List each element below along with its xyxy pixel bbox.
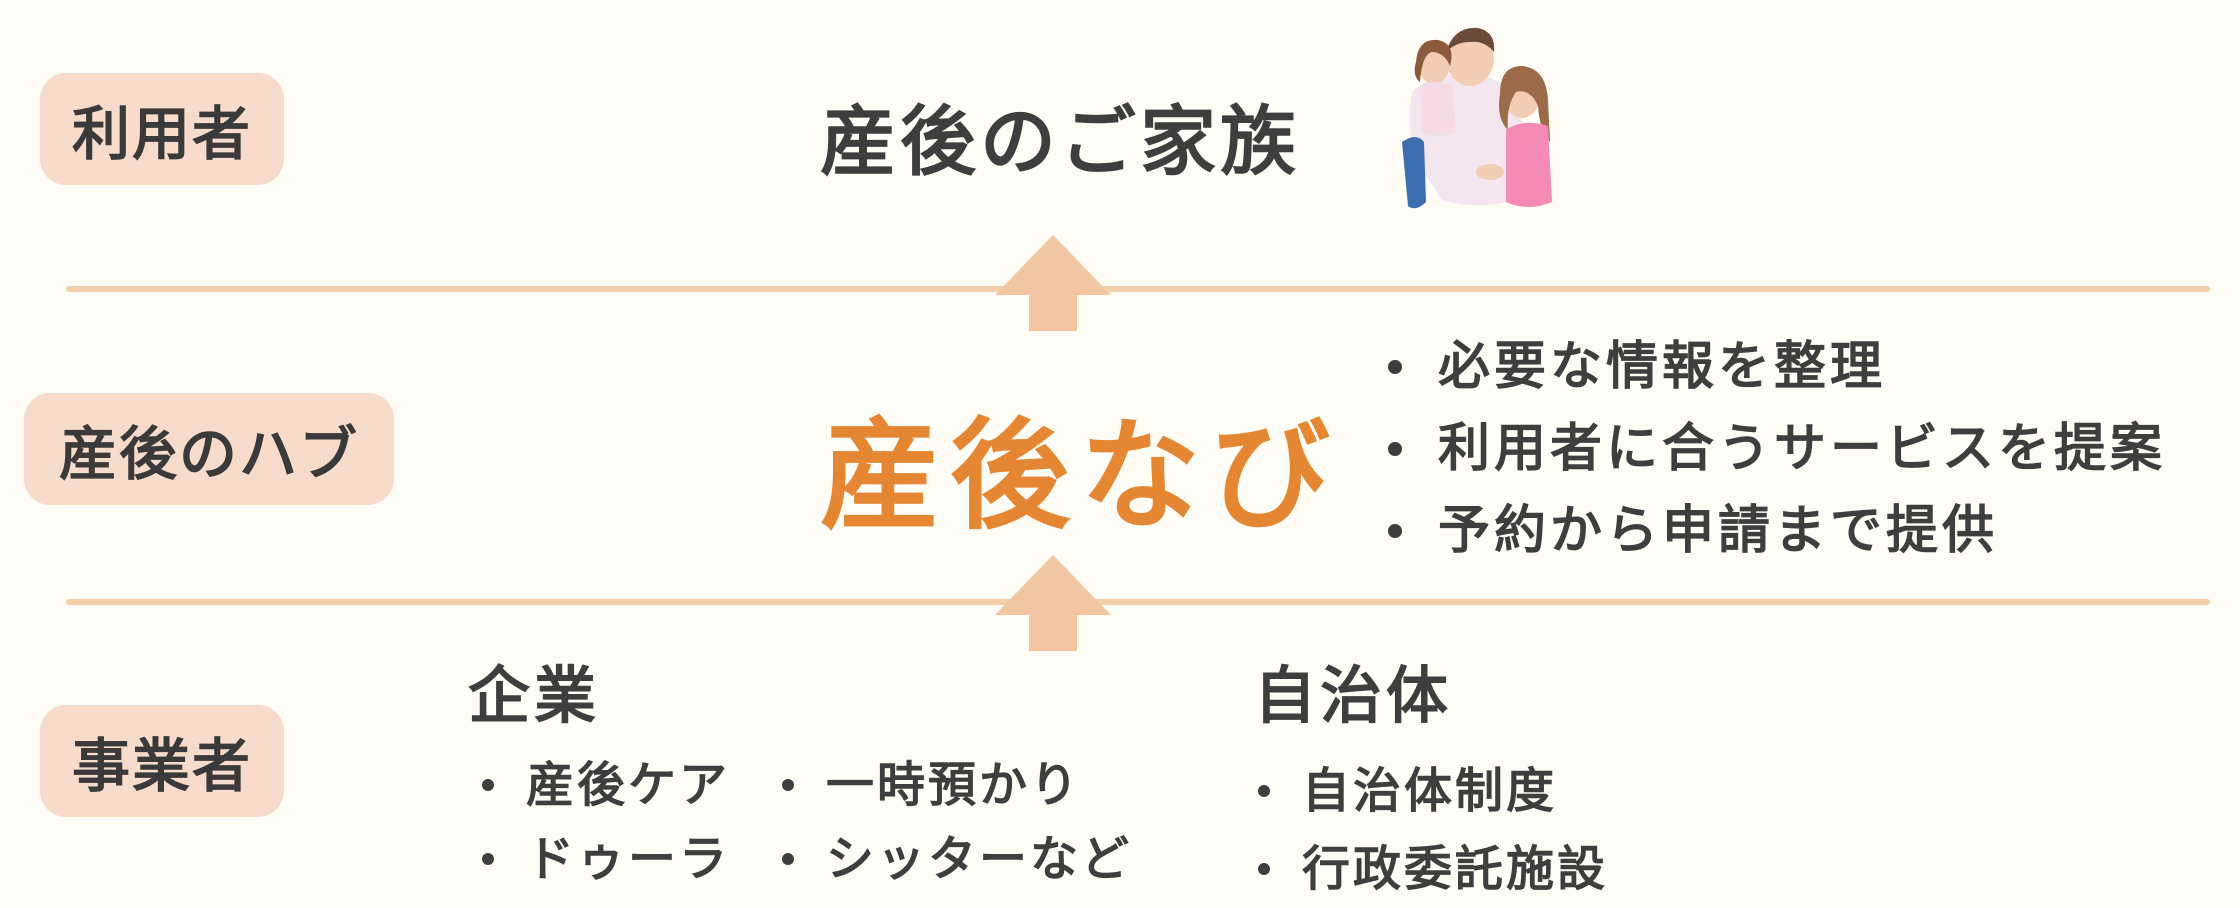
company-title: 企業 (468, 659, 601, 732)
family-title: 産後のご家族 (820, 97, 1300, 186)
government-title: 自治体 (1254, 659, 1453, 732)
list-item: 必要な情報を整理 (1386, 326, 2166, 408)
row-label-business: 事業者 (40, 705, 284, 817)
row-label-user: 利用者 (40, 73, 284, 185)
up-arrow-icon (995, 555, 1111, 651)
list-item: 行政委託施設 (1256, 830, 1608, 908)
row-label-hub: 産後のハブ (24, 393, 394, 505)
company-list-col1: 産後ケア ドゥーラ (480, 748, 730, 896)
list-item: 産後ケア (480, 748, 730, 822)
list-item: 利用者に合うサービスを提案 (1386, 408, 2166, 490)
list-item: 自治体制度 (1256, 752, 1608, 830)
list-item: ドゥーラ (480, 822, 730, 896)
government-list: 自治体制度 行政委託施設 (1256, 752, 1608, 908)
list-item: 一時預かり (780, 748, 1132, 822)
hub-name: 産後なび (820, 407, 1340, 546)
hub-feature-list: 必要な情報を整理 利用者に合うサービスを提案 予約から申請まで提供 (1386, 326, 2166, 572)
list-item: シッターなど (780, 822, 1132, 896)
company-list-col2: 一時預かり シッターなど (780, 748, 1132, 896)
up-arrow-icon (995, 235, 1111, 331)
divider-top (66, 286, 2210, 292)
divider-bottom (66, 599, 2210, 605)
family-hug-illustration (1402, 27, 1552, 209)
list-item: 予約から申請まで提供 (1386, 490, 2166, 572)
